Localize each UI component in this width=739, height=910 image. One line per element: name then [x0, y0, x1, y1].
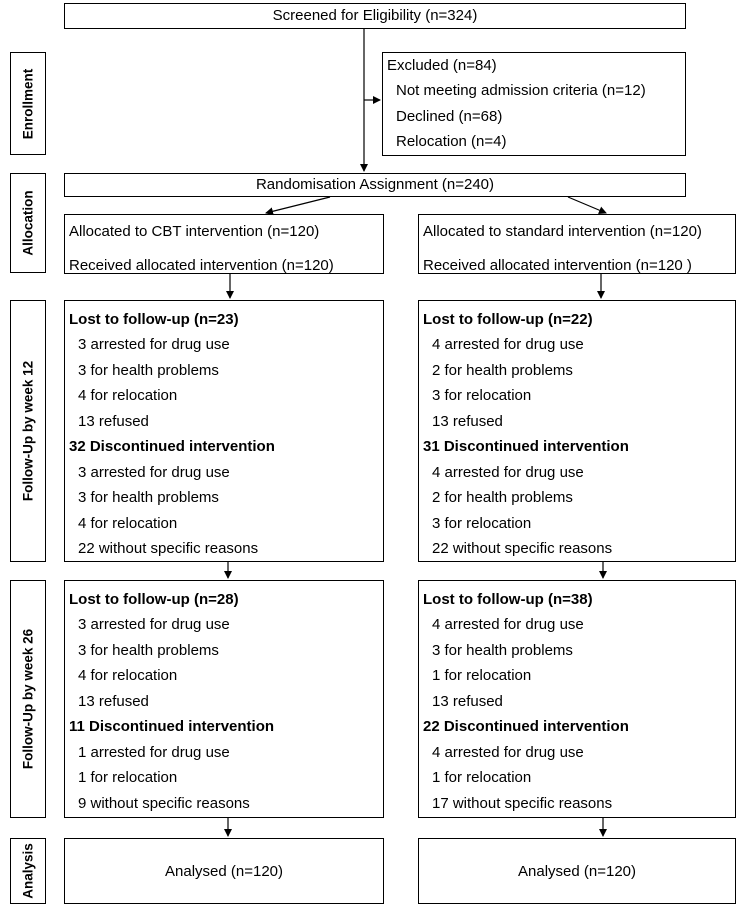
randomisation-text: Randomisation Assignment (n=240): [255, 176, 495, 193]
list-item: 1 for relocation: [78, 769, 178, 786]
list-item: 13 refused: [78, 413, 149, 430]
standard-week12-lost-title: Lost to follow-up (n=22): [423, 311, 593, 328]
excluded-box: Excluded (n=84) Not meeting admission cr…: [382, 52, 686, 156]
list-item: 17 without specific reasons: [432, 795, 613, 812]
list-item: 3 for health problems: [432, 642, 573, 659]
cbt-week26-lost-title: Lost to follow-up (n=28): [69, 591, 239, 608]
list-item: 4 for relocation: [78, 387, 178, 404]
excluded-title: Excluded (n=84): [387, 57, 497, 74]
cbt-received-text: Received allocated intervention (n=120): [69, 257, 334, 274]
cbt-analysed-text: Analysed (n=120): [165, 863, 283, 880]
list-item: 3 arrested for drug use: [78, 336, 230, 353]
list-item: 4 for relocation: [78, 667, 178, 684]
cbt-week26-box: Lost to follow-up (n=28) 3 arrested for …: [64, 580, 384, 818]
screened-text: Screened for Eligibility (n=324): [272, 7, 478, 24]
list-item: 9 without specific reasons: [78, 795, 250, 812]
standard-week26-lost-title: Lost to follow-up (n=38): [423, 591, 593, 608]
list-item: 4 arrested for drug use: [432, 616, 584, 633]
list-item: 4 arrested for drug use: [432, 336, 584, 353]
excluded-item: Declined (n=68): [396, 108, 503, 125]
standard-analysis-box: Analysed (n=120): [418, 838, 736, 904]
list-item: 13 refused: [432, 693, 503, 710]
standard-week12-disc-title: 31 Discontinued intervention: [423, 438, 629, 455]
standard-allocation-box: Allocated to standard intervention (n=12…: [418, 214, 736, 274]
list-item: 4 for relocation: [78, 515, 178, 532]
list-item: 22 without specific reasons: [432, 540, 613, 557]
list-item: 3 for health problems: [78, 489, 219, 506]
list-item: 13 refused: [78, 693, 149, 710]
list-item: 2 for health problems: [432, 362, 573, 379]
list-item: 22 without specific reasons: [78, 540, 259, 557]
list-item: 1 arrested for drug use: [78, 744, 230, 761]
list-item: 1 for relocation: [432, 667, 532, 684]
cbt-week12-lost-title: Lost to follow-up (n=23): [69, 311, 239, 328]
stage-followup-26: Follow-Up by week 26: [10, 580, 46, 818]
list-item: 3 for relocation: [432, 387, 532, 404]
stage-allocation: Allocation: [10, 173, 46, 273]
excluded-item: Relocation (n=4): [396, 133, 507, 150]
list-item: 1 for relocation: [432, 769, 532, 786]
cbt-allocated-text: Allocated to CBT intervention (n=120): [69, 223, 320, 240]
standard-analysed-text: Analysed (n=120): [518, 863, 636, 880]
list-item: 3 for health problems: [78, 362, 219, 379]
list-item: 4 arrested for drug use: [432, 744, 584, 761]
list-item: 4 arrested for drug use: [432, 464, 584, 481]
excluded-item: Not meeting admission criteria (n=12): [396, 82, 646, 99]
randomisation-box: Randomisation Assignment (n=240): [64, 173, 686, 197]
cbt-week12-disc-title: 32 Discontinued intervention: [69, 438, 275, 455]
list-item: 3 for health problems: [78, 642, 219, 659]
list-item: 3 arrested for drug use: [78, 616, 230, 633]
cbt-week12-box: Lost to follow-up (n=23) 3 arrested for …: [64, 300, 384, 562]
standard-received-text: Received allocated intervention (n=120 ): [423, 257, 692, 274]
cbt-analysis-box: Analysed (n=120): [64, 838, 384, 904]
screened-box: Screened for Eligibility (n=324): [64, 3, 686, 29]
arrow-randomisation-to-standard: [567, 196, 607, 214]
standard-week26-disc-title: 22 Discontinued intervention: [423, 718, 629, 735]
cbt-allocation-box: Allocated to CBT intervention (n=120) Re…: [64, 214, 384, 274]
standard-week26-box: Lost to follow-up (n=38) 4 arrested for …: [418, 580, 736, 818]
standard-week12-box: Lost to follow-up (n=22) 4 arrested for …: [418, 300, 736, 562]
stage-followup-12: Follow-Up by week 12: [10, 300, 46, 562]
list-item: 3 arrested for drug use: [78, 464, 230, 481]
arrow-randomisation-to-cbt: [265, 196, 331, 216]
list-item: 13 refused: [432, 413, 503, 430]
list-item: 3 for relocation: [432, 515, 532, 532]
standard-allocated-text: Allocated to standard intervention (n=12…: [423, 223, 702, 240]
cbt-week26-disc-title: 11 Discontinued intervention: [69, 718, 275, 735]
stage-enrollment: Enrollment: [10, 52, 46, 155]
list-item: 2 for health problems: [432, 489, 573, 506]
stage-analysis: Analysis: [10, 838, 46, 904]
